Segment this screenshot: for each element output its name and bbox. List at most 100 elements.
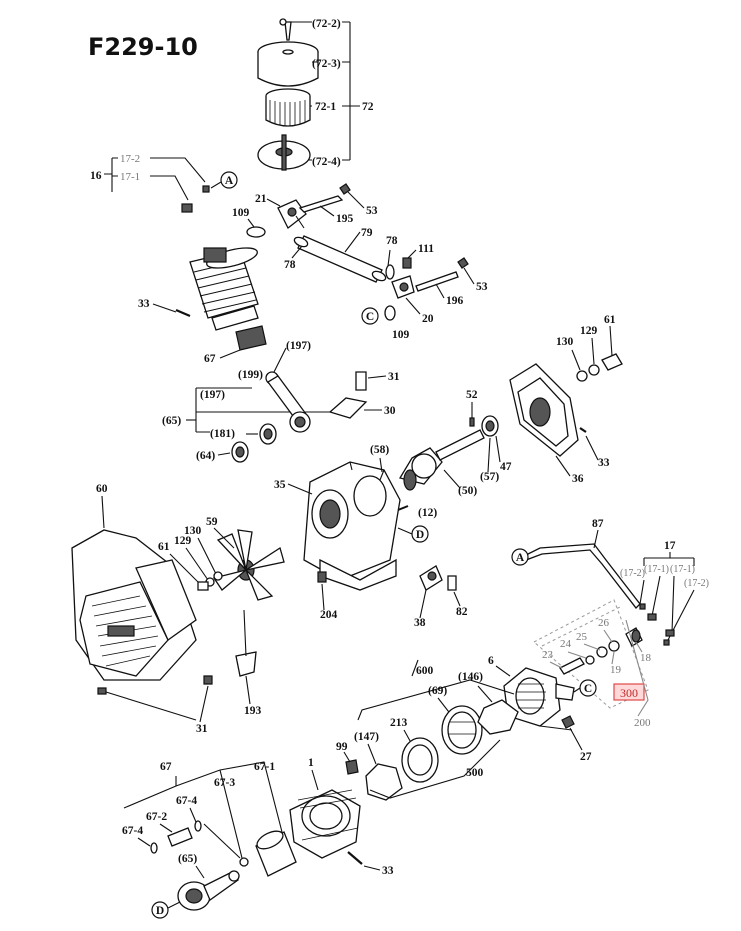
label-17-1c: (17-1) [670, 564, 695, 575]
label-72-2: (72-2) [312, 18, 341, 30]
ref-A-pipe-label: A [516, 552, 525, 564]
label-300[interactable]: 300 [620, 686, 638, 700]
oring-78 [385, 264, 395, 280]
gasket-109b [384, 305, 396, 321]
cylinder-1 [289, 789, 361, 859]
label-129b: 129 [174, 535, 192, 547]
air-filter-element [265, 88, 311, 127]
label-17-2b: (17-2) [620, 568, 645, 579]
label-30: 30 [384, 405, 396, 417]
washer-130b [213, 571, 223, 581]
bolt-195 [298, 195, 344, 213]
carb-parts-23-26 [559, 627, 643, 675]
label-23: 23 [542, 649, 554, 661]
ref-A-top [220, 171, 238, 189]
label-111: 111 [418, 243, 434, 255]
nipple-17-1 [181, 203, 193, 213]
crankcase-cover-36 [509, 363, 579, 457]
label-17: 17 [664, 540, 676, 552]
gasket-147 [365, 763, 403, 801]
plug-99 [345, 759, 359, 775]
bearing-181 [259, 423, 277, 445]
label-52: 52 [466, 389, 478, 401]
bracket-38 [419, 565, 443, 591]
label-38: 38 [414, 617, 426, 629]
insulator-69 [441, 705, 483, 755]
label-67b: 67 [160, 761, 172, 773]
label-72: 72 [362, 101, 374, 113]
ref-C-top-label: C [366, 311, 374, 323]
label-72-3: (72-3) [312, 58, 341, 70]
label-197a: (197) [286, 340, 311, 352]
screw-61a [601, 353, 623, 371]
label-197b: (197) [200, 389, 225, 401]
ref-A-pipe [511, 548, 529, 566]
label-200: 200 [634, 717, 651, 729]
label-25: 25 [576, 631, 588, 643]
label-65b: (65) [178, 853, 197, 865]
label-195: 195 [336, 213, 354, 225]
label-61a: 61 [604, 314, 616, 326]
nut-53a [339, 183, 351, 195]
label-64: (64) [196, 450, 215, 462]
label-16: 16 [90, 170, 102, 182]
label-33a: 33 [138, 298, 150, 310]
gasket-146 [477, 699, 519, 735]
label-82: 82 [456, 606, 468, 618]
label-12: (12) [418, 507, 437, 519]
ref-D-crank-label: D [416, 529, 424, 541]
label-79: 79 [361, 227, 373, 239]
diagram-title: F229-10 [88, 33, 198, 61]
connecting-rod [265, 371, 311, 433]
clip-67-4a [194, 820, 202, 832]
label-199: (199) [238, 369, 263, 381]
label-181: (181) [210, 428, 235, 440]
label-130b: 130 [184, 525, 202, 537]
label-69: (69) [428, 685, 447, 697]
nipple-17-2 [202, 185, 210, 193]
label-196: 196 [446, 295, 464, 307]
air-filter-cover [257, 18, 319, 87]
label-60: 60 [96, 483, 108, 495]
label-67-4a: 67-4 [176, 795, 197, 807]
cap-111 [402, 257, 412, 269]
label-109b: 109 [392, 329, 410, 341]
washer-129a [588, 364, 600, 376]
bolt-31b [203, 675, 213, 685]
label-47: 47 [500, 461, 512, 473]
piston-67-1 [255, 830, 297, 877]
label-87: 87 [592, 518, 604, 530]
label-31b: 31 [196, 723, 208, 735]
cylinder-upper [189, 247, 259, 331]
clip-67-4b [150, 842, 158, 854]
label-67-4b: 67-4 [122, 825, 143, 837]
air-filter-base [257, 134, 311, 171]
label-213: 213 [390, 717, 408, 729]
intake-pipe-79 [293, 235, 387, 283]
label-129a: 129 [580, 325, 598, 337]
label-36: 36 [572, 473, 584, 485]
label-99: 99 [336, 741, 348, 753]
label-35: 35 [274, 479, 286, 491]
nut-61b [197, 581, 209, 591]
label-67-3: 67-3 [214, 777, 235, 789]
joint-20 [391, 275, 415, 299]
highlight-part-300[interactable] [613, 683, 645, 701]
bolt-31a [355, 371, 367, 391]
cover-30 [328, 397, 368, 419]
label-19: 19 [610, 664, 622, 676]
label-17-2c: (17-2) [684, 578, 709, 589]
ref-C-carb-label: C [584, 683, 592, 695]
fan-cover-60 [71, 529, 197, 681]
label-53a: 53 [366, 205, 378, 217]
label-17-1b: (17-1) [644, 564, 669, 575]
bolt-31c [97, 687, 107, 695]
label-17-1a: 17-1 [120, 171, 140, 183]
nipple-17-2-right2 [663, 639, 670, 646]
label-72-1: 72-1 [315, 101, 336, 113]
label-78a: 78 [284, 259, 296, 271]
label-65a: (65) [162, 415, 181, 427]
carburetor-joint-21 [277, 199, 307, 229]
